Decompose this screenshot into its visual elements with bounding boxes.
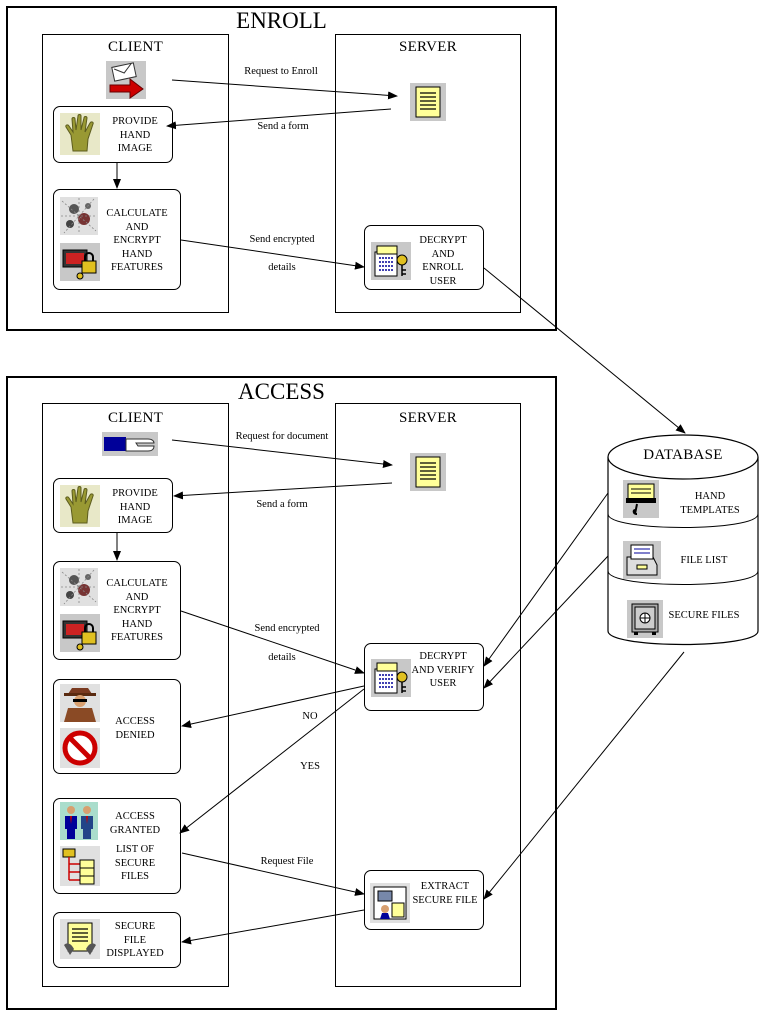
prohibited-icon <box>60 728 100 768</box>
decrypt-icon <box>371 242 411 280</box>
secure-file-displayed-label: SECURE FILE DISPLAYED <box>106 921 164 960</box>
enroll-client-title: CLIENT <box>107 39 164 55</box>
access-server-title: SERVER <box>398 410 458 426</box>
encrypt-lock-icon <box>60 614 100 652</box>
users-icon <box>60 802 98 840</box>
enroll-calculate-label: CALCULATE AND ENCRYPT HAND FEATURES <box>106 208 168 274</box>
enroll-decrypt-label: DECRYPT AND ENROLL USER <box>419 235 467 287</box>
spy-icon <box>60 684 100 722</box>
request-document-label: Request for document <box>235 431 329 442</box>
enroll-send-encrypted-label-2: details <box>268 262 296 273</box>
hand-icon <box>60 113 100 155</box>
enroll-send-form-label: Send a form <box>257 121 309 132</box>
encrypt-lock-icon <box>60 243 100 281</box>
file-tree-icon <box>60 846 100 886</box>
hand-icon <box>60 485 100 527</box>
safe-icon <box>627 600 663 638</box>
enroll-panel <box>6 6 557 331</box>
hand-features-icon <box>60 568 98 606</box>
file-list-label: FILE LIST <box>680 555 728 566</box>
access-denied-label: ACCESS DENIED <box>115 716 155 741</box>
enroll-client-column <box>42 34 229 313</box>
form-icon <box>410 83 446 121</box>
list-secure-files-label: LIST OF SECURE FILES <box>114 844 156 883</box>
access-title: ACCESS <box>238 379 325 404</box>
extract-secure-file-label: EXTRACT SECURE FILE <box>412 881 478 906</box>
enroll-send-encrypted-label-1: Send encrypted <box>249 234 315 245</box>
access-send-encrypted-label-1: Send encrypted <box>254 623 320 634</box>
request-hand-icon <box>102 432 158 456</box>
access-calculate-label: CALCULATE AND ENCRYPT HAND FEATURES <box>106 578 168 644</box>
access-granted-label: ACCESS GRANTED <box>109 811 161 836</box>
enroll-provide-hand-label: PROVIDE HAND IMAGE <box>112 116 158 155</box>
request-enroll-label: Request to Enroll <box>244 66 318 77</box>
access-client-title: CLIENT <box>107 410 164 426</box>
secure-files-db-label: SECURE FILES <box>668 610 740 621</box>
hand-templates-label: HAND TEMPLATES <box>680 491 740 516</box>
decrypt-verify-label: DECRYPT AND VERIFY USER <box>411 651 475 690</box>
database-title: DATABASE <box>643 447 723 463</box>
no-label: NO <box>302 711 318 722</box>
enroll-server-title: SERVER <box>398 39 458 55</box>
access-send-encrypted-label-2: details <box>268 652 296 663</box>
decrypt-icon <box>371 659 411 697</box>
access-send-form-label: Send a form <box>256 499 308 510</box>
enroll-title: ENROLL <box>236 8 327 33</box>
yes-label: YES <box>300 761 320 772</box>
request-file-label: Request File <box>260 856 314 867</box>
hand-templates-icon <box>623 480 659 518</box>
document-display-icon <box>60 919 100 959</box>
access-provide-hand-label: PROVIDE HAND IMAGE <box>112 488 158 527</box>
form-icon <box>410 453 446 491</box>
file-list-icon <box>623 541 661 579</box>
send-request-icon <box>106 61 146 99</box>
enroll-server-column <box>335 34 521 313</box>
extract-file-icon <box>370 883 410 923</box>
hand-features-icon <box>60 197 98 235</box>
